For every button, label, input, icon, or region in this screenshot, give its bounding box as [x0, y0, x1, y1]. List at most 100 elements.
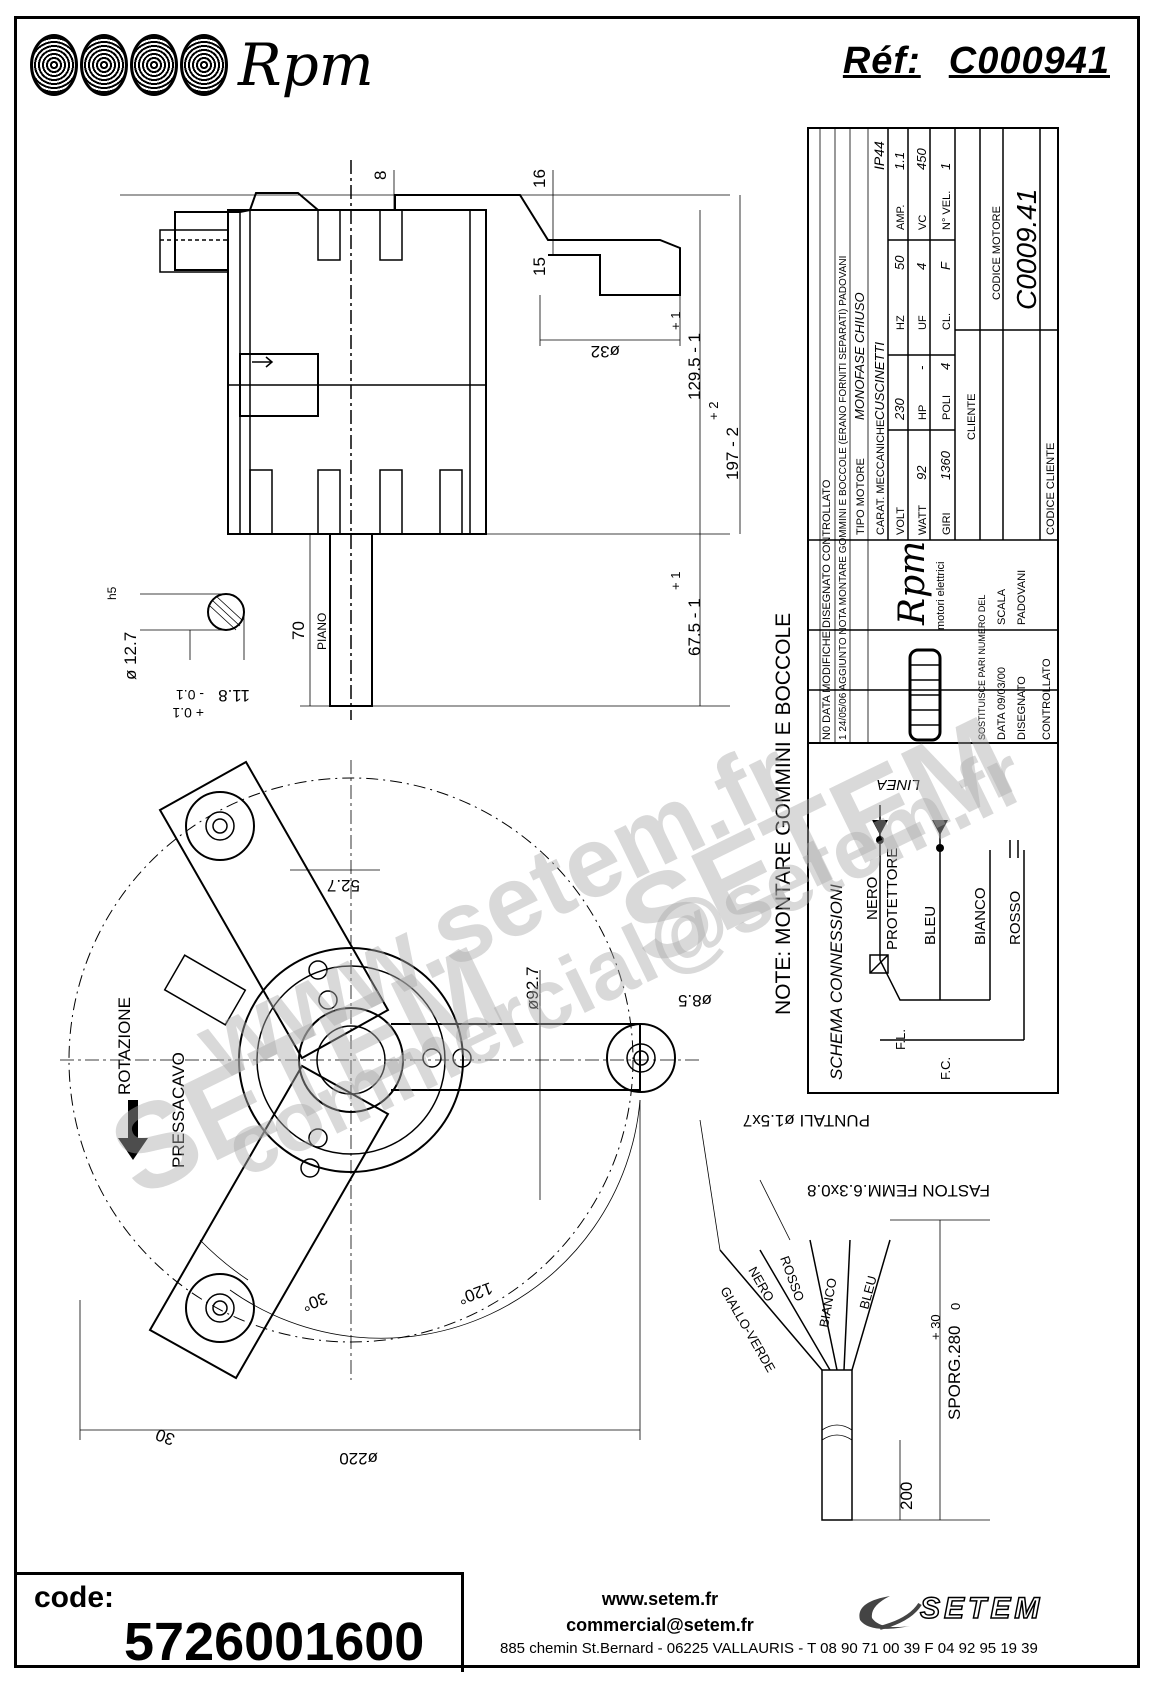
dim-220: ø220: [339, 1449, 378, 1468]
sostituisce-label: SOSTITUISCE PARI NUMERO DEL: [977, 595, 987, 740]
side-dimensions: 8 16 15 ø32 129.5 - 1 + 1 197 - 2 + 2 67…: [289, 169, 742, 656]
sporg-tol-1: + 30: [928, 1314, 943, 1340]
setem-logo-text: SETEM: [919, 1591, 1044, 1626]
tipo-label: TIPO MOTORE: [855, 458, 867, 535]
logo-subtitle: motori elettrici: [935, 562, 947, 630]
controllato-label: CONTROLLATO: [1041, 658, 1053, 740]
uf-value: 4: [914, 263, 929, 270]
ref-value: C000941: [948, 40, 1110, 82]
flat-tol-1: - 0.1: [176, 687, 204, 703]
setem-swirl-icon: [859, 1596, 922, 1630]
dim-197: 197 - 2: [723, 427, 742, 480]
harness-labels: PUNTALI ø1.5x7 FASTON FEMM.6.3x0.8 GIALL…: [717, 1111, 990, 1510]
dim-67-tol: + 1: [668, 572, 683, 590]
dim-16: 16: [530, 169, 549, 188]
giri-label: GIRI: [941, 512, 953, 535]
carat-label: CARAT. MECCANICHE: [875, 420, 887, 535]
vel-value: 1: [938, 163, 953, 170]
coil-logo-icon: [30, 34, 228, 96]
wiring-schema: [807, 742, 1059, 1094]
code-value: 5726001600: [124, 1612, 425, 1672]
footer-address: 885 chemin St.Bernard - 06225 VALLAURIS …: [500, 1640, 1038, 1657]
vel-label: N° VEL.: [941, 191, 953, 230]
cliente-label: CLIENTE: [966, 394, 978, 440]
dim-52: 52.7: [327, 876, 360, 895]
uf-label: UF: [917, 315, 929, 330]
code-box: code: 5726001600: [14, 1572, 464, 1672]
wire-rosso: ROSSO: [777, 1254, 807, 1303]
hp-value: -: [914, 365, 929, 370]
ip-rating: IP44: [871, 141, 887, 170]
code-label: code:: [34, 1581, 115, 1614]
fc-label: F.C.: [938, 1057, 953, 1080]
rpm-logo: Rpm: [30, 30, 374, 100]
disegnato-label: DISEGNATO: [1016, 676, 1028, 740]
bleu-label: BLEU: [922, 906, 939, 945]
shaft-diameter: ø 12.7: [121, 632, 140, 680]
amp-label: AMP.: [895, 205, 907, 230]
dim-30-deg: 30°: [299, 1288, 330, 1315]
drawing-sheet-border: [14, 16, 1140, 1668]
title-block-text: N0 DATA MODIFICHE DISEGNATO CONTROLLATO …: [821, 141, 1057, 740]
wiring-arrows: [872, 820, 948, 852]
dim-8: 8: [371, 171, 390, 180]
faston-label: FASTON FEMM.6.3x0.8: [807, 1181, 990, 1200]
padovani-label: PADOVANI: [1016, 570, 1028, 625]
cable-gland-label: PRESSACAVO: [169, 1052, 188, 1168]
footer-contact: www.setem.fr commercial@setem.fr: [540, 1586, 780, 1638]
email-link[interactable]: commercial@setem.fr: [566, 1615, 754, 1635]
dim-120-deg: 120°: [456, 1278, 496, 1308]
cl-value: F: [938, 261, 953, 270]
piano-label: PIANO: [315, 613, 329, 650]
poli-label: POLI: [941, 395, 953, 420]
dim-129: 129.5 - 1: [685, 333, 704, 400]
brand-name: Rpm: [238, 31, 374, 99]
motor-side-view: [120, 160, 741, 720]
volt-label: VOLT: [895, 507, 907, 535]
codice-cliente-label: CODICE CLIENTE: [1045, 443, 1057, 535]
dim-197-tol: + 2: [706, 402, 721, 420]
volt-value: 230: [892, 398, 907, 421]
bianco-label: BIANCO: [972, 887, 989, 945]
rotation-label: ROTAZIONE: [115, 997, 134, 1095]
title-block-logo: [908, 648, 942, 742]
dim-8-5: ø8.5: [678, 991, 712, 1010]
vc-value: 450: [914, 148, 929, 170]
codice-motore-label: CODICE MOTORE: [991, 206, 1003, 300]
ref-label: Réf:: [842, 40, 921, 82]
schema-title: SCHEMA CONNESSIONI: [827, 884, 846, 1080]
hz-value: 50: [892, 255, 907, 270]
linea-label: LINEA: [877, 776, 920, 793]
rotation-arrow-icon: [118, 1100, 148, 1160]
wiring-labels: SCHEMA CONNESSIONI LINEA NERO PROTETTORE…: [827, 776, 1024, 1080]
tipo-value: MONOFASE CHIUSO: [852, 292, 867, 420]
shaft-dimensions: ø 12.7 h5 11.8 - 0.1 + 0.1: [105, 586, 250, 721]
nero-label: NERO: [864, 877, 881, 920]
flat-dim: 11.8: [218, 686, 250, 705]
giri-value: 1360: [938, 450, 953, 480]
dim-15: 15: [530, 257, 549, 276]
dim-32: ø32: [591, 342, 620, 361]
dim-92: ø92.7: [523, 967, 542, 1010]
puntali-label: PUNTALI ø1.5x7: [743, 1111, 870, 1130]
watt-label: WATT: [917, 505, 929, 535]
rev-row: 1 24/05/06 AGGIUNTO NOTA MONTARE GOMMINI…: [838, 256, 849, 740]
protettore-label: PROTETTORE: [884, 848, 901, 950]
sporg-label: SPORG.280: [945, 1326, 964, 1421]
dim-200: 200: [897, 1482, 916, 1510]
website-link[interactable]: www.setem.fr: [601, 1589, 719, 1609]
codice-motore-value: C0009.41: [1011, 189, 1042, 310]
reference-number: Réf: C000941: [843, 40, 1110, 83]
flat-tol-2: + 0.1: [172, 705, 204, 721]
scala-label: SCALA: [996, 588, 1008, 625]
rev-headers: N0 DATA MODIFICHE DISEGNATO CONTROLLATO: [821, 479, 833, 740]
wire-bleu: BLEU: [856, 1274, 879, 1311]
sporg-tol-2: 0: [948, 1303, 963, 1310]
data-label: DATA 09/03/00: [996, 667, 1008, 740]
poli-value: 4: [938, 363, 953, 370]
watt-value: 92: [914, 465, 929, 480]
vc-label: VC: [917, 215, 929, 230]
shaft-tolerance: h5: [105, 586, 119, 600]
shaft-section: [140, 593, 245, 660]
